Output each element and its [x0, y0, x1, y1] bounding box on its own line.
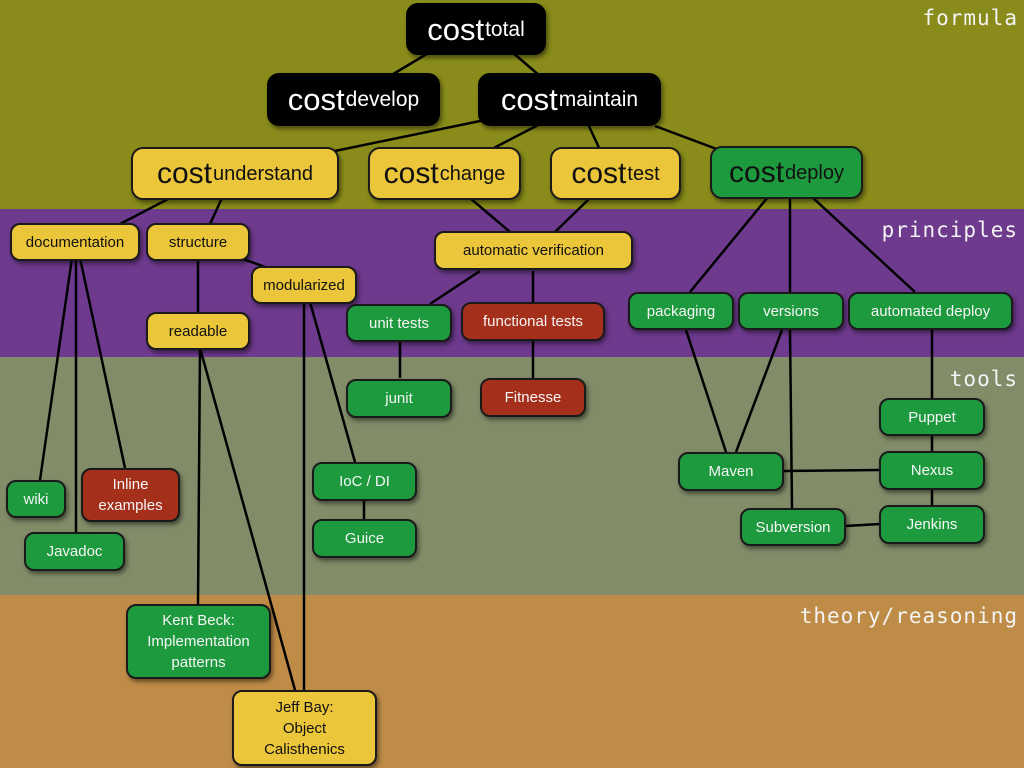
band-label-tools: tools — [949, 367, 1018, 391]
edge — [734, 329, 784, 453]
node-jenkins: Jenkins — [879, 505, 985, 544]
node-cost-maintain-sub: maintain — [558, 88, 639, 111]
node-cost-change-base: cost — [383, 156, 439, 190]
node-cost-total-sub: total — [485, 17, 525, 41]
node-cost-change-sub: change — [439, 162, 506, 185]
edge — [329, 118, 486, 154]
band-label-formula: formula — [922, 6, 1018, 30]
edge — [783, 468, 881, 473]
node-inline-examples: Inline examples — [81, 468, 180, 522]
band-label-principles: principles — [881, 218, 1018, 242]
edge — [489, 122, 541, 152]
node-nexus: Nexus — [879, 451, 985, 490]
node-automated-deploy: automated deploy — [848, 292, 1013, 330]
node-modularized: modularized — [251, 266, 357, 304]
node-javadoc: Javadoc — [24, 532, 125, 571]
edge — [389, 50, 431, 78]
node-structure: structure — [146, 223, 250, 261]
node-puppet: Puppet — [879, 398, 985, 436]
edge — [586, 123, 602, 151]
node-cost-develop-base: cost — [287, 82, 345, 117]
edge — [684, 329, 728, 453]
edge — [198, 347, 297, 691]
node-functional-tests: functional tests — [461, 302, 605, 341]
edge — [308, 301, 357, 463]
edge — [811, 196, 916, 293]
node-wiki: wiki — [6, 480, 66, 518]
node-cost-deploy-base: cost — [729, 155, 785, 189]
node-subversion: Subversion — [740, 508, 846, 546]
node-cost-develop-sub: develop — [345, 88, 420, 111]
node-versions: versions — [738, 292, 844, 330]
node-cost-maintain-base: cost — [500, 82, 558, 117]
node-automatic-verification: automatic verification — [434, 231, 633, 270]
edge — [788, 329, 794, 509]
node-cost-deploy-sub: deploy — [785, 161, 844, 184]
edge — [78, 257, 127, 469]
edge — [119, 196, 171, 226]
edge — [511, 51, 541, 77]
edge — [196, 347, 202, 605]
node-packaging: packaging — [628, 292, 734, 330]
node-unit-tests: unit tests — [346, 304, 452, 342]
edge — [844, 522, 881, 528]
node-guice: Guice — [312, 519, 417, 558]
edge — [554, 197, 591, 233]
node-kent-beck: Kent Beck: Implementation patterns — [126, 604, 271, 679]
node-cost-test-base: cost — [571, 156, 627, 190]
node-cost-understand-sub: understand — [212, 162, 314, 185]
edge — [429, 269, 481, 306]
edge — [689, 196, 769, 293]
node-readable: readable — [146, 312, 250, 350]
node-maven: Maven — [678, 452, 784, 491]
edge — [208, 197, 224, 225]
node-fitnesse: Fitnesse — [480, 378, 586, 417]
node-documentation: documentation — [10, 223, 140, 261]
node-cost-total-base: cost — [427, 11, 485, 47]
node-jeff-bay: Jeff Bay: Object Calisthenics — [232, 690, 377, 766]
node-ioc-di: IoC / DI — [312, 462, 417, 501]
edge — [38, 257, 74, 481]
edge — [469, 197, 511, 233]
node-cost-test-sub: test — [627, 162, 660, 185]
band-label-theory: theory/reasoning — [799, 604, 1018, 628]
node-cost-understand-base: cost — [156, 156, 212, 190]
node-junit: junit — [346, 379, 452, 418]
